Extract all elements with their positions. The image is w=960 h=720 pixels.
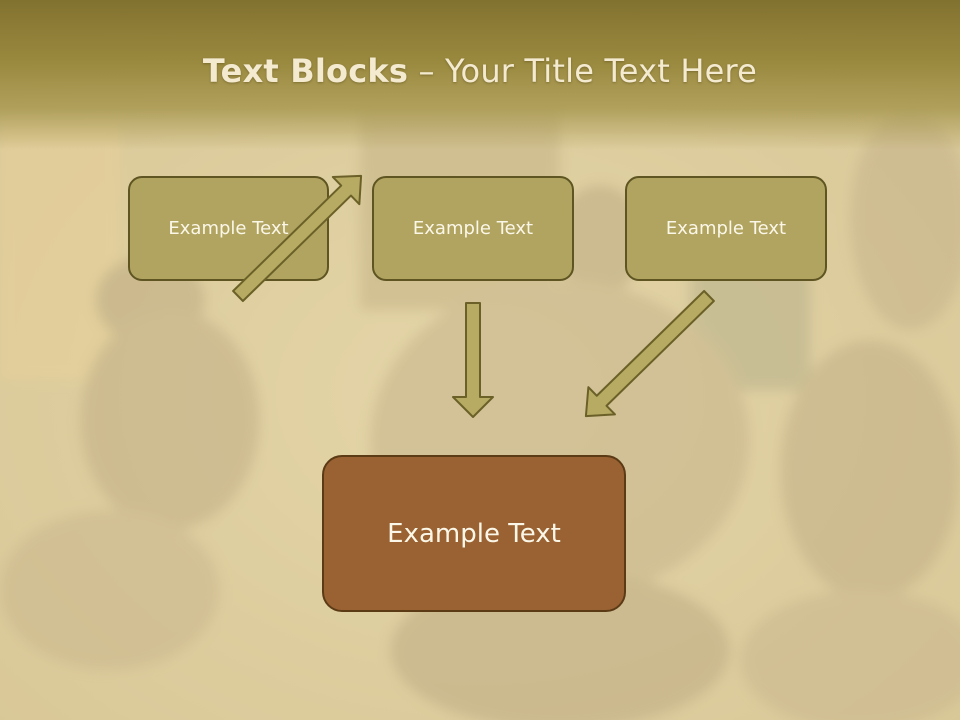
text-block-main[interactable]: Example Text bbox=[322, 455, 626, 612]
arrow-left bbox=[232, 174, 363, 303]
title-band bbox=[0, 0, 960, 150]
arrow-center bbox=[452, 302, 494, 418]
slide-title-rest: – Your Title Text Here bbox=[408, 52, 758, 90]
arrow-right bbox=[584, 289, 715, 418]
text-block-3[interactable]: Example Text bbox=[625, 176, 827, 281]
slide-title-bold: Text Blocks bbox=[202, 52, 409, 90]
text-block-2[interactable]: Example Text bbox=[372, 176, 574, 281]
slide-title: Text Blocks – Your Title Text Here bbox=[0, 52, 960, 90]
text-block-1[interactable]: Example Text bbox=[128, 176, 329, 281]
